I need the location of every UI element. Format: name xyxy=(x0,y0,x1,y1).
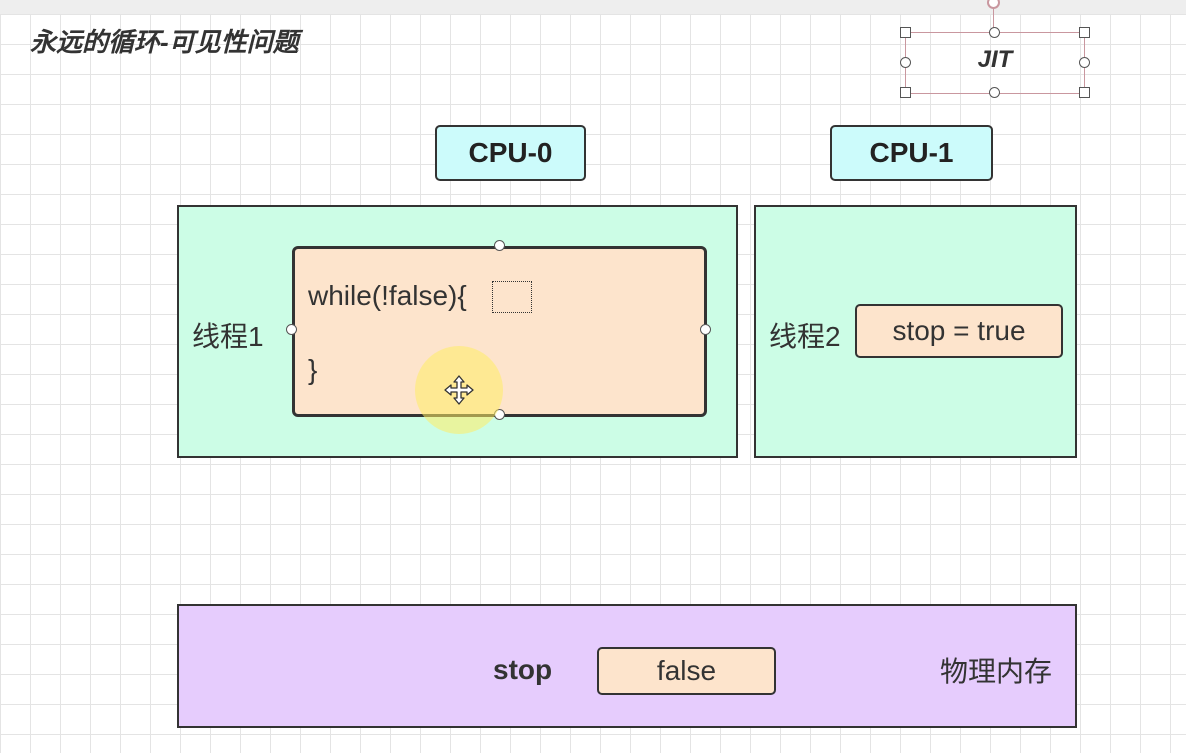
thread2-label: 线程2 xyxy=(769,321,841,352)
rotate-handle[interactable] xyxy=(987,0,1000,9)
code-box-handle-top[interactable] xyxy=(494,240,505,251)
code-while-line[interactable]: while(!false){ xyxy=(308,280,467,311)
rotation-connector xyxy=(993,5,994,32)
code-box-handle-left[interactable] xyxy=(286,324,297,335)
jit-label[interactable]: JIT xyxy=(977,46,1013,73)
physical-memory-box[interactable] xyxy=(177,604,1077,728)
resize-handle-top[interactable] xyxy=(989,27,1000,38)
resize-handle-bottom[interactable] xyxy=(989,87,1000,98)
resize-handle-left[interactable] xyxy=(900,57,911,68)
memory-var-name: stop xyxy=(493,654,553,685)
thread1-label: 线程1 xyxy=(192,321,264,352)
memory-value-box[interactable]: false xyxy=(597,647,776,695)
resize-handle-top-right[interactable] xyxy=(1079,27,1090,38)
stop-true-box[interactable]: stop = true xyxy=(855,304,1063,358)
resize-handle-right[interactable] xyxy=(1079,57,1090,68)
slide-title: 永远的循环-可见性问题 xyxy=(30,27,299,57)
resize-handle-top-left[interactable] xyxy=(900,27,911,38)
top-bar xyxy=(0,0,1186,14)
code-closing-brace[interactable]: } xyxy=(308,354,318,385)
text-cursor-placeholder xyxy=(492,281,532,313)
resize-handle-bottom-left[interactable] xyxy=(900,87,911,98)
cpu-0-box[interactable]: CPU-0 xyxy=(435,125,586,181)
memory-label: 物理内存 xyxy=(940,656,1053,687)
move-cursor-icon xyxy=(443,374,475,406)
cpu-1-box[interactable]: CPU-1 xyxy=(830,125,993,181)
resize-handle-bottom-right[interactable] xyxy=(1079,87,1090,98)
code-box-handle-right[interactable] xyxy=(700,324,711,335)
